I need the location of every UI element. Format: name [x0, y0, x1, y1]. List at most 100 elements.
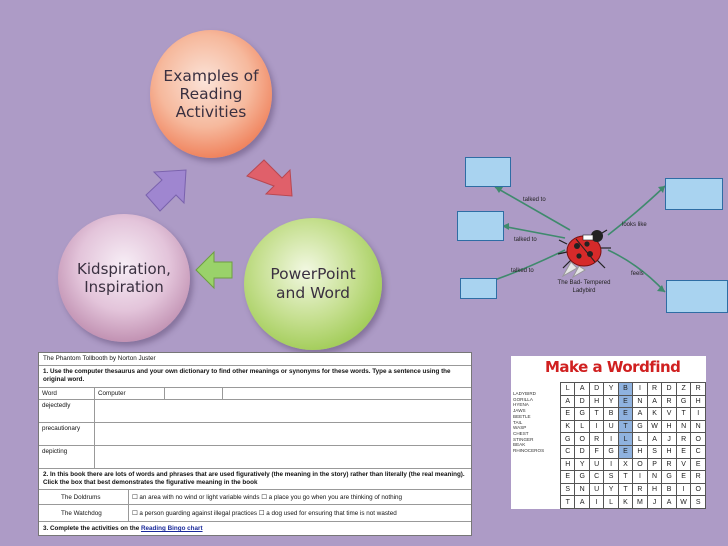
wordfind-cell: S — [646, 444, 663, 459]
mindmap-link-label: feels — [631, 271, 644, 277]
header-computer: Computer — [95, 388, 165, 399]
word-row[interactable]: dejectedly — [39, 400, 471, 423]
word-cell: dejectedly — [39, 400, 95, 422]
wordfind-cell: L — [603, 495, 619, 509]
arrow-left-to-top — [145, 169, 187, 212]
wordfind-cell: Y — [603, 394, 619, 409]
mindmap-box — [460, 278, 497, 299]
wordfind-cell: O — [632, 457, 648, 472]
wordfind-list-item: BEAK — [513, 442, 526, 448]
wordfind-cell: R — [675, 432, 692, 446]
figurative-option: a place you go when you are thinking of … — [268, 494, 403, 501]
wordfind-cell: S — [690, 495, 706, 509]
wordfind-cell: D — [661, 382, 677, 396]
wordfind-cell: C — [559, 444, 576, 459]
wordfind-cell: N — [646, 470, 663, 484]
wordfind-cell: N — [675, 419, 692, 434]
wordfind-cell: G — [574, 470, 590, 484]
wordfind-cell: I — [588, 419, 605, 434]
wordfind-cell: O — [574, 432, 590, 446]
wordfind-cell: K — [559, 419, 576, 434]
wordfind-cell: U — [603, 419, 619, 434]
wordfind-cell: W — [646, 419, 663, 434]
mindmap-center-label: The Bad- Tempered Ladybird — [557, 280, 611, 294]
wordfind-cell: B — [617, 382, 634, 396]
wordfind-list-item: JAWS — [513, 408, 526, 414]
wordfind-list-item: HYENA — [513, 402, 529, 408]
wordfind-cell: E — [675, 444, 692, 459]
wordfind-cell: H — [661, 444, 677, 459]
wordfind-cell: V — [675, 457, 692, 472]
figurative-options: ☐ an area with no wind or light variable… — [129, 490, 471, 504]
wordfind-cell: D — [574, 394, 590, 409]
wordfind-cell: T — [588, 407, 605, 421]
question-3-text: 3. Complete the activities on the Readin… — [39, 522, 471, 535]
checkbox-icon[interactable]: ☐ — [132, 510, 138, 517]
wordfind-list-item: CHEST — [513, 430, 529, 436]
wordfind-cell: Z — [675, 382, 692, 396]
wordfind-list-item: BEETLE — [513, 413, 531, 419]
question-2-text: 2. In this book there are lots of words … — [43, 471, 465, 486]
wordfind-cell: G — [574, 407, 590, 421]
wordfind-cell: D — [588, 382, 605, 396]
wordfind-cell: B — [661, 482, 677, 497]
reading-bingo-link[interactable]: Reading Bingo chart — [140, 525, 203, 532]
wordfind-cell: A — [574, 382, 590, 396]
wordfind-cell: R — [661, 457, 677, 472]
wordfind-cell: E — [617, 444, 634, 459]
wordfind-cell: R — [646, 382, 663, 396]
wordfind-cell: H — [646, 482, 663, 497]
wordfind-cell: U — [588, 482, 605, 497]
wordfind-cell: R — [690, 470, 706, 484]
wordfind-cell: S — [603, 470, 619, 484]
wordfind-cell: L — [559, 382, 576, 396]
mindmap-link-label: talked to — [511, 268, 534, 274]
wordfind-cell: O — [690, 482, 706, 497]
wordfind-cell: E — [690, 457, 706, 472]
word-row[interactable]: precautionary — [39, 423, 471, 446]
wordfind-cell: Y — [603, 482, 619, 497]
wordfind-cell: C — [588, 470, 605, 484]
wordfind-cell: I — [632, 470, 648, 484]
wordfind-cell: A — [646, 394, 663, 409]
wordfind-cell: L — [574, 419, 590, 434]
wordfind-cell: E — [675, 470, 692, 484]
wordfind-list-item: WASP — [513, 425, 527, 431]
wordfind-cell: E — [617, 394, 634, 409]
wordfind-cell: L — [617, 432, 634, 446]
wordfind-cell: S — [559, 482, 576, 497]
cycle-node-label: Kidspiration, Inspiration — [77, 260, 171, 296]
wordfind-list-item: TAIL — [513, 419, 523, 425]
ladybird-icon — [557, 229, 611, 278]
figurative-option: an area with no wind or light variable w… — [139, 494, 260, 501]
cycle-node-powerpoint-word: PowerPoint and Word — [244, 218, 382, 350]
checkbox-icon[interactable]: ☐ — [258, 510, 265, 517]
wordfind-cell: N — [690, 419, 706, 434]
wordfind-cell: H — [632, 444, 648, 459]
mindmap-box — [465, 157, 511, 187]
word-row[interactable]: depicting — [39, 446, 471, 469]
header-sentence: Sentence — [226, 390, 253, 397]
wordfind-cell: R — [661, 394, 677, 409]
arrow-right-to-left — [195, 250, 233, 290]
worksheet-title: The Phantom Tollbooth by Norton Juster — [43, 355, 156, 362]
wordfind-cell: B — [603, 407, 619, 421]
wordfind-cell: T — [617, 470, 634, 484]
wordfind-cell: G — [632, 419, 648, 434]
checkbox-icon[interactable]: ☐ — [132, 494, 138, 501]
checkbox-icon[interactable]: ☐ — [261, 494, 267, 501]
worksheet-q1: 1. Use the computer thesaurus and your o… — [39, 366, 471, 388]
wordfind-list-item: RHINOCEROS — [513, 448, 545, 454]
wordfind-cell: K — [617, 495, 634, 509]
wordfind-cell: P — [646, 457, 663, 472]
wordfind-cell: O — [690, 432, 706, 446]
wordfind-cell: C — [690, 444, 706, 459]
cycle-node-label: Examples of Reading Activities — [163, 67, 259, 121]
wordfind-cell: R — [588, 432, 605, 446]
mindmap-box — [457, 211, 504, 241]
